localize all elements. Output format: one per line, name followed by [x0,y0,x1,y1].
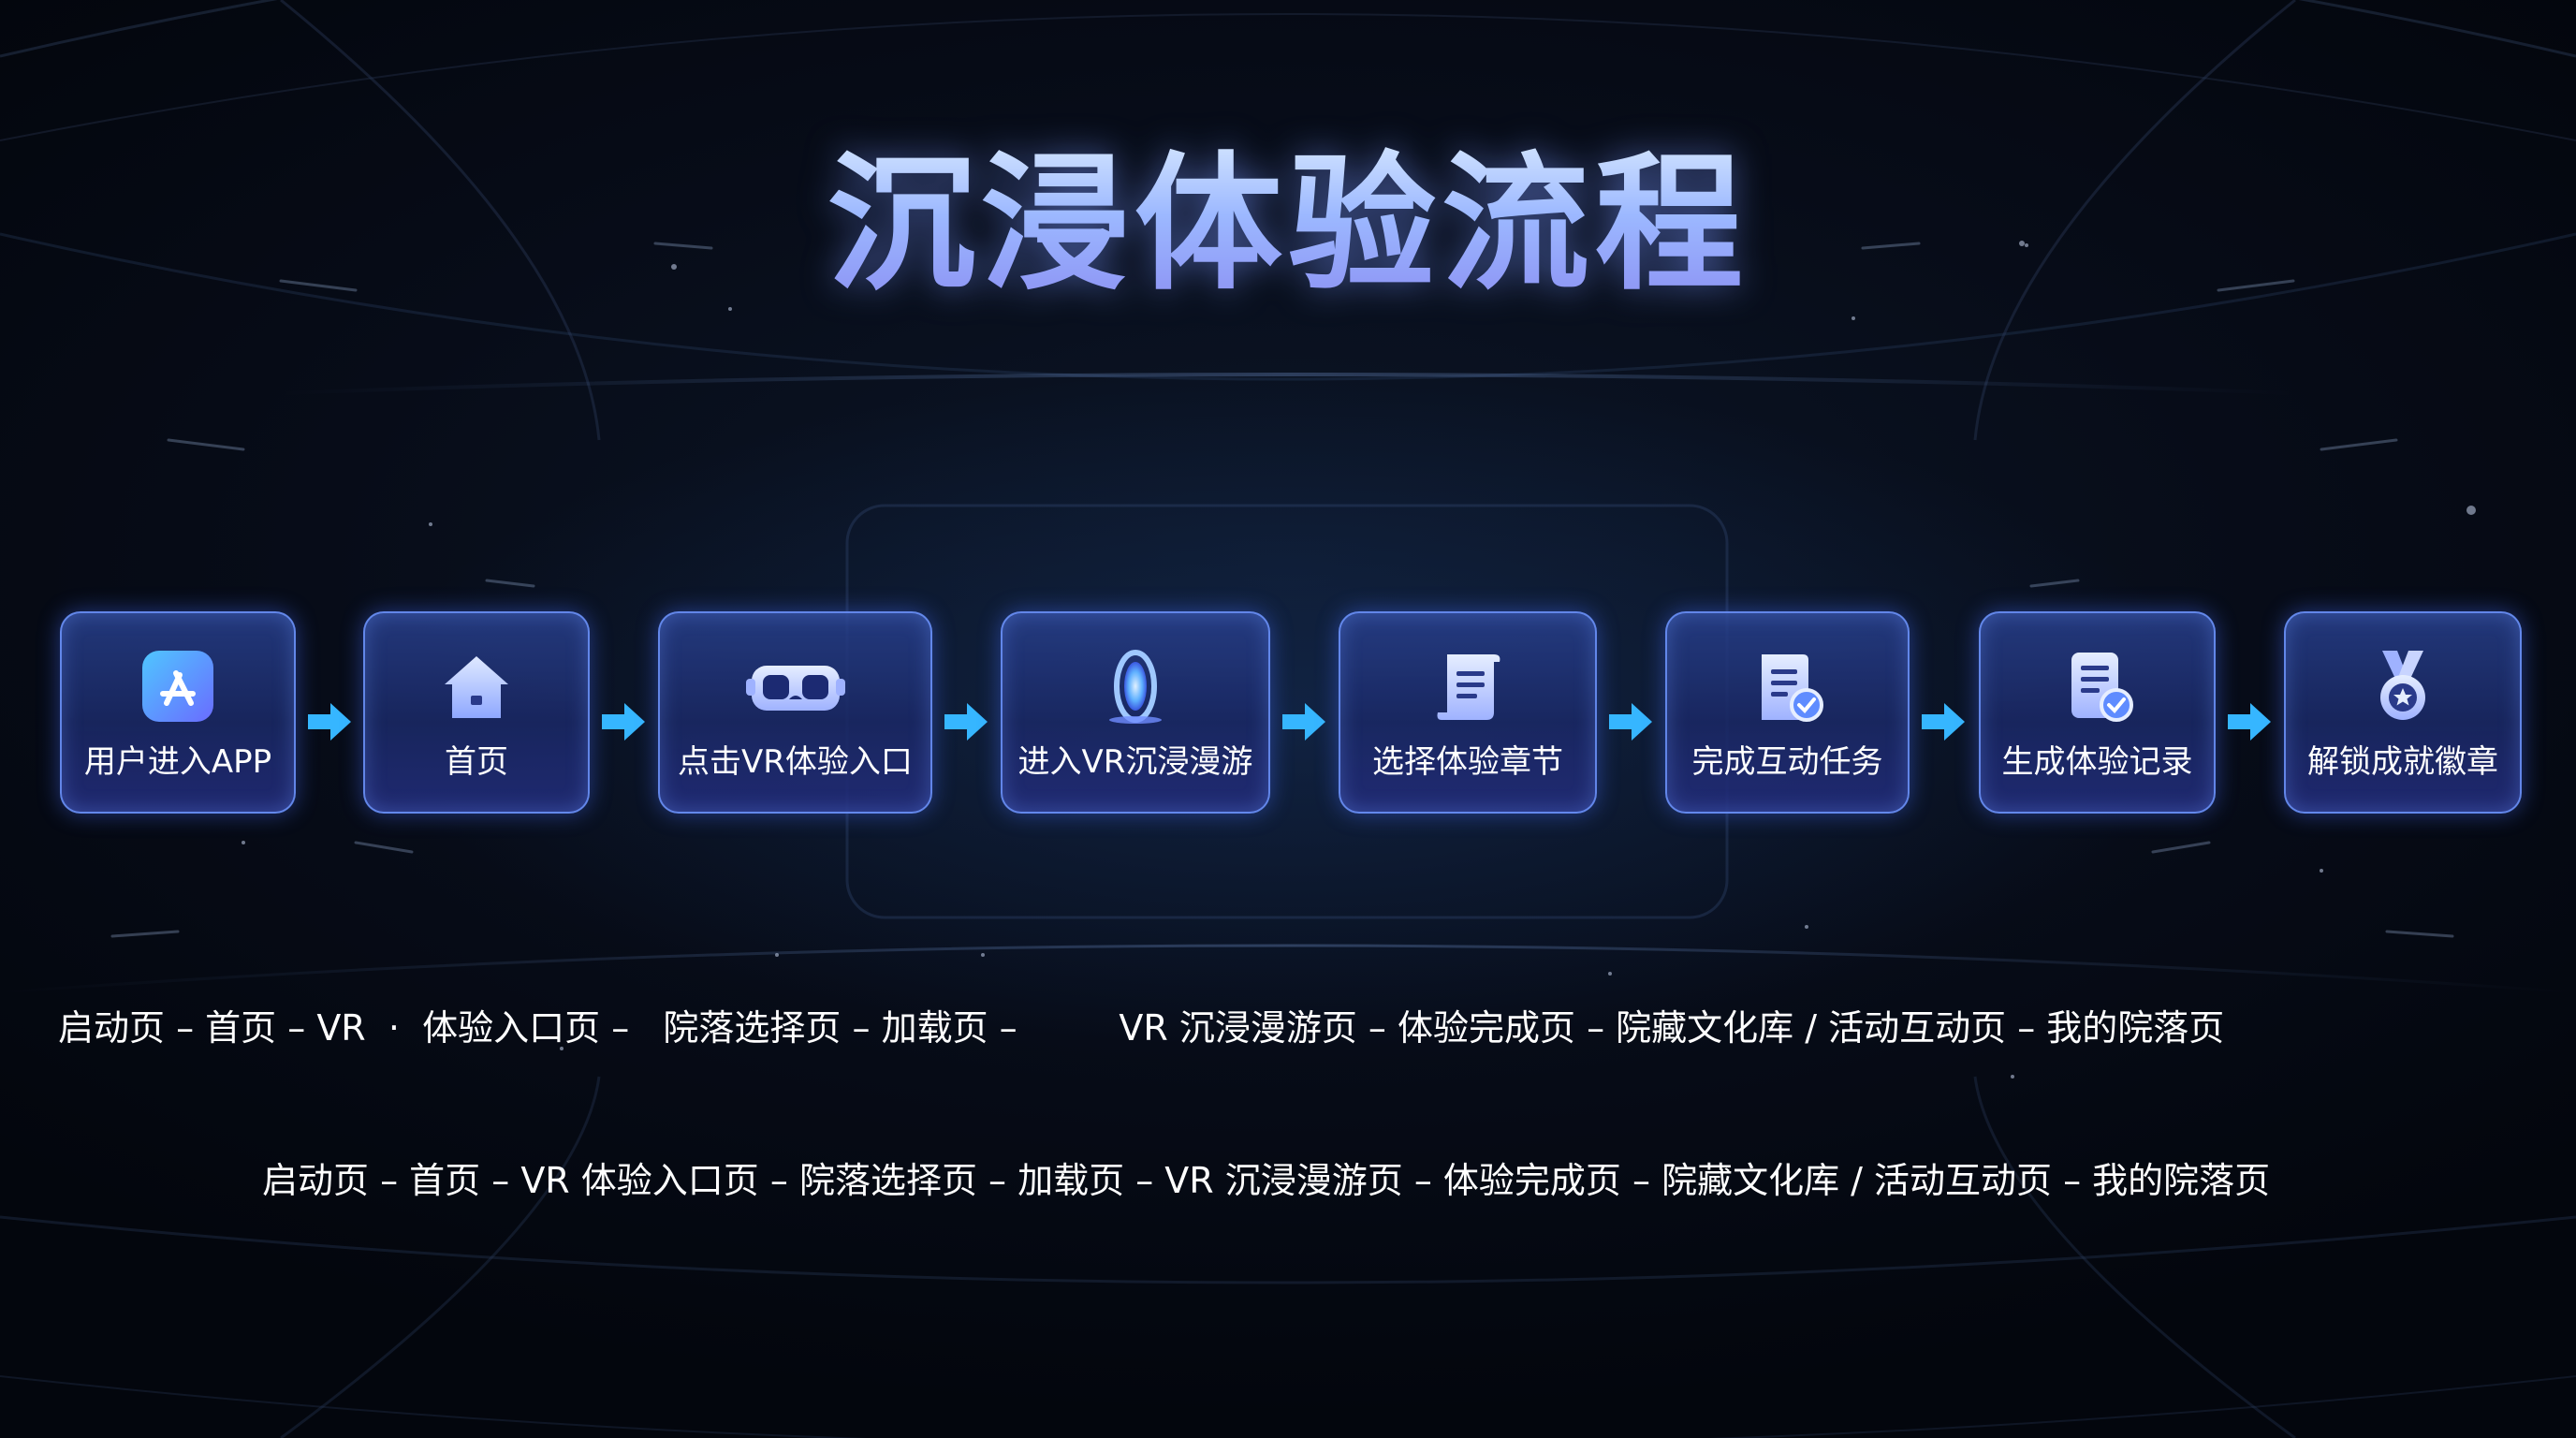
step-label: 点击VR体验入口 [678,743,913,781]
arrow-right-icon [943,701,989,742]
arrow-right-icon [2226,701,2273,742]
arrow-right-icon [1607,701,1654,742]
step-card-unlock-badge: 解锁成就徽章 [2284,611,2522,814]
task-check-icon [1749,647,1827,726]
step-label: 解锁成就徽章 [2307,743,2498,781]
portal-icon [1096,647,1175,726]
step-label: 进入VR沉浸漫游 [1017,743,1253,781]
arrow-right-icon [1920,701,1967,742]
step-card-home: 首页 [363,611,590,814]
app-store-icon [139,647,217,726]
step-label: 用户进入APP [83,743,272,781]
record-document-icon [2058,647,2137,726]
step-card-vr-entry: 点击VR体验入口 [658,611,932,814]
step-card-select-chapter: 选择体验章节 [1339,611,1597,814]
vr-headset-icon [744,647,847,726]
page-flow-text-1: 启动页 – 首页 – VR · 体验入口页 – 院落选择页 – 加载页 – VR… [58,1007,2225,1049]
step-label: 选择体验章节 [1372,743,1563,781]
step-label: 首页 [445,743,508,781]
step-label: 生成体验记录 [2001,743,2193,781]
medal-badge-icon [2364,647,2442,726]
page-title: 沉浸体验流程 [0,131,2576,318]
step-card-generate-record: 生成体验记录 [1979,611,2216,814]
arrow-right-icon [1281,701,1327,742]
page-flow-text-2: 启动页 – 首页 – VR 体验入口页 – 院落选择页 – 加载页 – VR 沉… [262,1160,2271,1201]
home-icon [437,647,516,726]
step-card-enter-app: 用户进入APP [60,611,296,814]
arrow-right-icon [306,701,353,742]
scroll-icon [1428,647,1507,726]
step-card-complete-task: 完成互动任务 [1665,611,1910,814]
step-card-vr-roam: 进入VR沉浸漫游 [1001,611,1270,814]
step-label: 完成互动任务 [1691,743,1883,781]
arrow-right-icon [600,701,647,742]
